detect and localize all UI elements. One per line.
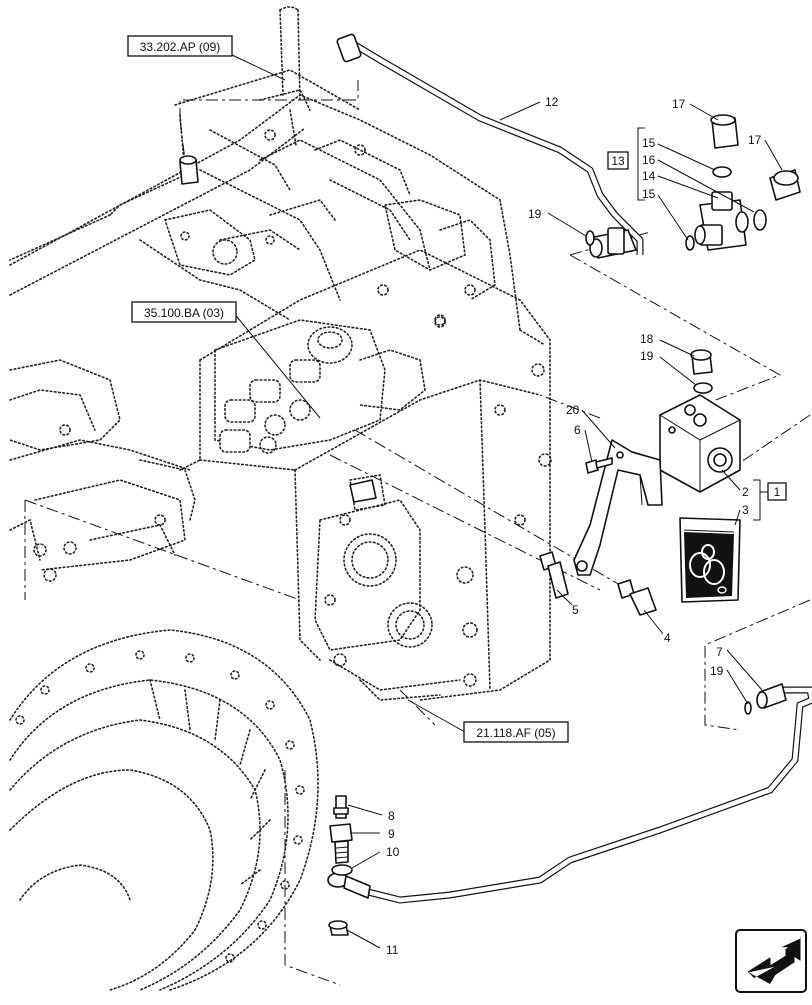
ref-box-21-118[interactable]: 21.118.AF (05) xyxy=(463,721,569,743)
seal-kit-3 xyxy=(679,517,741,603)
callout-7: 7 xyxy=(716,645,723,659)
callout-19-lower: 19 xyxy=(710,664,724,678)
leader-lines xyxy=(231,54,783,949)
callout-6: 6 xyxy=(574,423,581,437)
callout-20: 20 xyxy=(566,403,580,417)
callout-14: 14 xyxy=(642,169,656,183)
pipe-12 xyxy=(336,33,644,259)
callout-9: 9 xyxy=(388,827,395,841)
ref-box-33-202[interactable]: 33.202.AP (09) xyxy=(127,35,233,57)
bolt-5 xyxy=(539,551,569,599)
callout-17-top: 17 xyxy=(672,97,686,111)
fittings-13 xyxy=(685,114,801,251)
callout-15-top: 15 xyxy=(642,136,656,150)
transmission-housing xyxy=(9,6,552,991)
bracket-20 xyxy=(573,439,663,576)
washer-11 xyxy=(328,920,349,936)
background-fittings xyxy=(179,155,377,503)
callout-15-bottom: 15 xyxy=(642,187,656,201)
callout-16: 16 xyxy=(642,153,656,167)
adapter-8 xyxy=(333,795,349,819)
ref-label[interactable]: 33.202.AP (09) xyxy=(140,40,221,54)
bolt-4 xyxy=(617,579,657,616)
callout-19-upper: 19 xyxy=(528,207,542,221)
callout-3: 3 xyxy=(742,503,749,517)
callout-2: 2 xyxy=(742,485,749,499)
callout-13: 13 xyxy=(611,154,625,168)
plug-18 xyxy=(690,349,713,394)
callout-1-box xyxy=(767,482,787,501)
callout-labels: 12 17 17 15 16 14 15 13 19 18 19 20 6 2 … xyxy=(386,95,787,957)
callout-4: 4 xyxy=(664,631,671,645)
callout-13-box xyxy=(607,151,629,170)
o-ring-19-upper xyxy=(585,230,595,246)
next-page-arrow-icon[interactable] xyxy=(735,929,807,993)
washer-10 xyxy=(331,864,353,876)
callout-8: 8 xyxy=(388,809,395,823)
callout-18: 18 xyxy=(640,332,654,346)
pipe-lower xyxy=(327,683,812,904)
callout-12: 12 xyxy=(545,95,559,109)
banjo-bolt-9 xyxy=(329,823,353,864)
ref-label[interactable]: 21.118.AF (05) xyxy=(476,726,555,740)
valve-block-2 xyxy=(659,394,741,493)
callout-17-right: 17 xyxy=(748,133,762,147)
bolt-6 xyxy=(585,457,613,474)
callout-10: 10 xyxy=(386,845,400,859)
callout-19-mid: 19 xyxy=(640,349,654,363)
callout-1: 1 xyxy=(774,485,781,499)
callout-11: 11 xyxy=(386,943,399,957)
ref-label[interactable]: 35.100.BA (03) xyxy=(144,306,224,320)
ref-box-35-100[interactable]: 35.100.BA (03) xyxy=(131,301,237,323)
callout-5: 5 xyxy=(572,603,579,617)
